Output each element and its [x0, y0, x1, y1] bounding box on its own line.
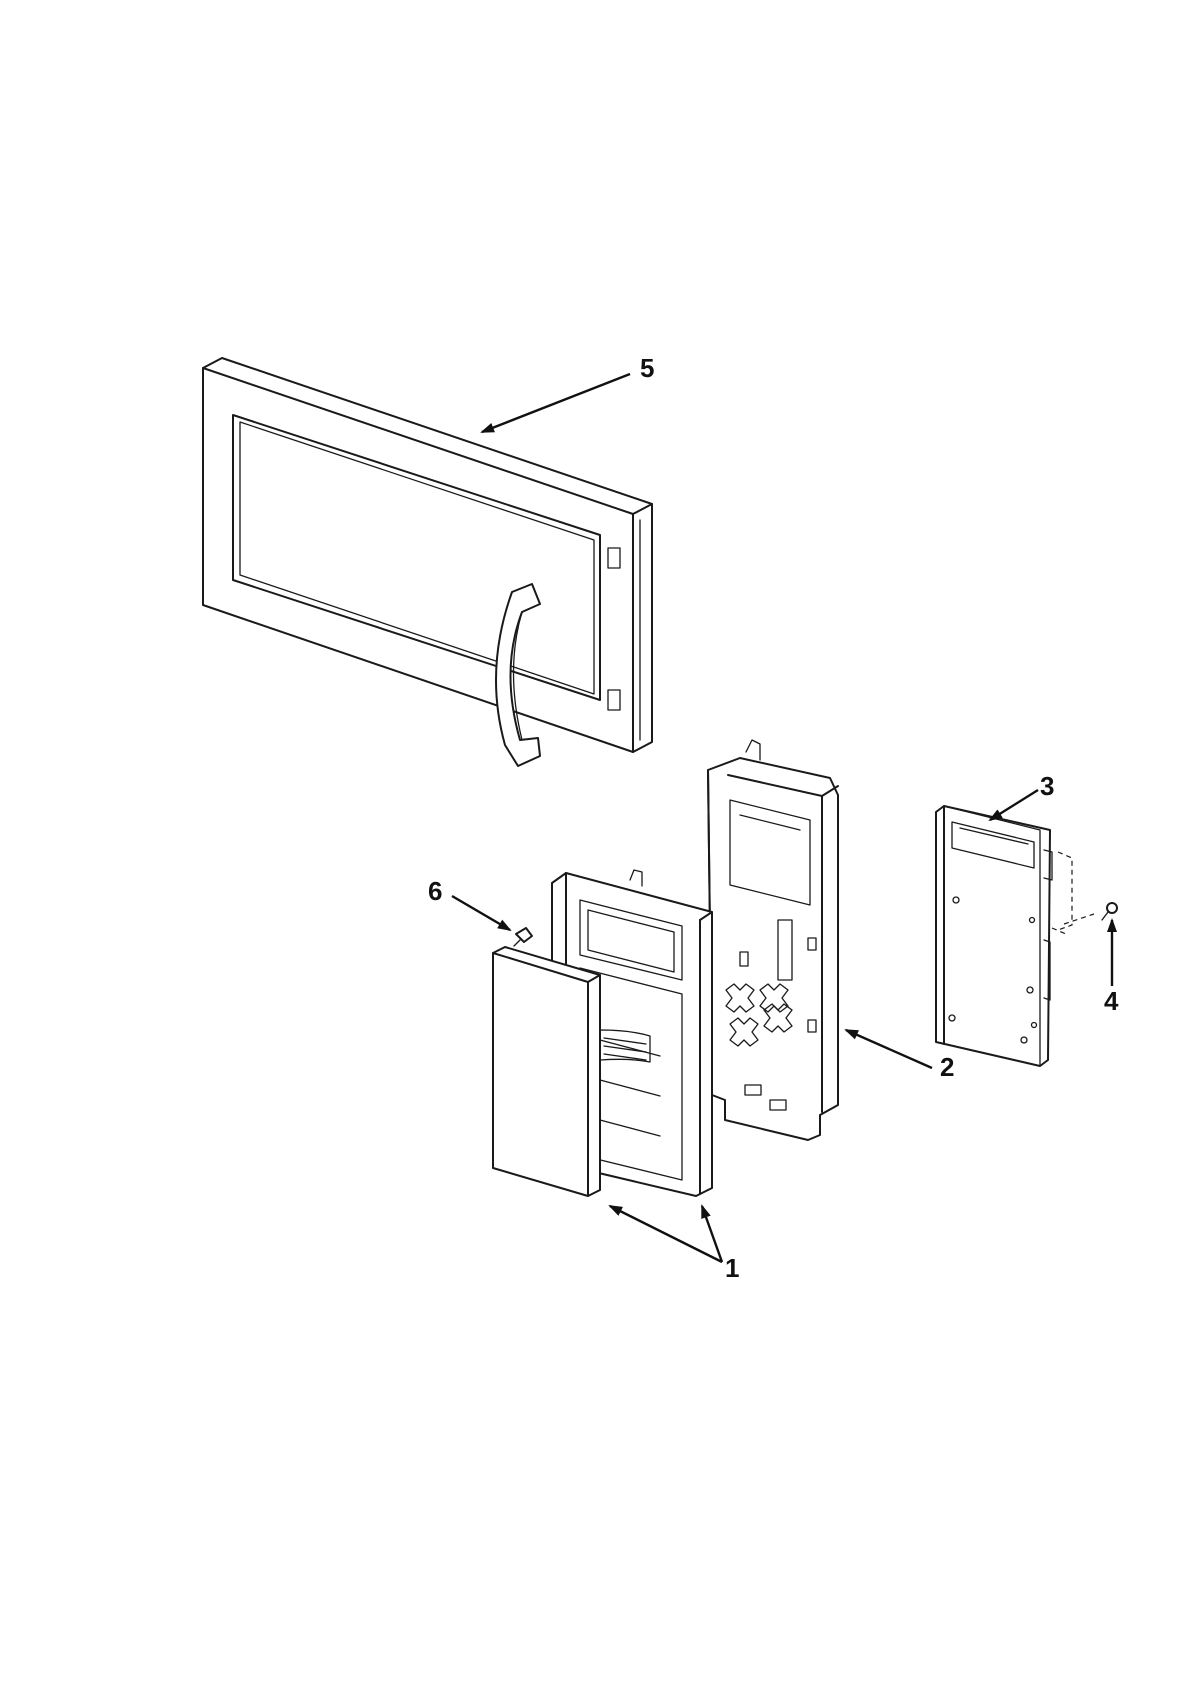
control-bracket-part[interactable] [707, 739, 839, 1141]
callout-5-arrow [480, 372, 631, 434]
screw-4-part[interactable] [1101, 902, 1118, 921]
callout-2-label: 2 [940, 1052, 954, 1082]
control-panel-overlay-part[interactable] [492, 946, 601, 1197]
keyhole-group [725, 983, 793, 1047]
guide-line-mid [1051, 927, 1067, 935]
callout-6-arrow [451, 894, 512, 932]
callout-4-label: 4 [1104, 986, 1119, 1016]
callout-1-arrow-a [608, 1204, 723, 1264]
door-frame-part[interactable] [202, 357, 653, 753]
callout-3-arrow [988, 788, 1039, 822]
callout-1-arrow-b [700, 1204, 724, 1263]
callout-6-label: 6 [428, 876, 442, 906]
guide-line-upper [1057, 851, 1073, 931]
control-board-part[interactable] [935, 805, 1053, 1067]
callout-3-label: 3 [1040, 771, 1054, 801]
door-handle-part[interactable] [495, 583, 541, 767]
guide-line-screw [1063, 913, 1095, 925]
callout-2-arrow [844, 1028, 933, 1070]
callout-1-label: 1 [725, 1253, 739, 1283]
callout-5-label: 5 [640, 353, 654, 383]
screw-6-part[interactable] [513, 927, 533, 947]
